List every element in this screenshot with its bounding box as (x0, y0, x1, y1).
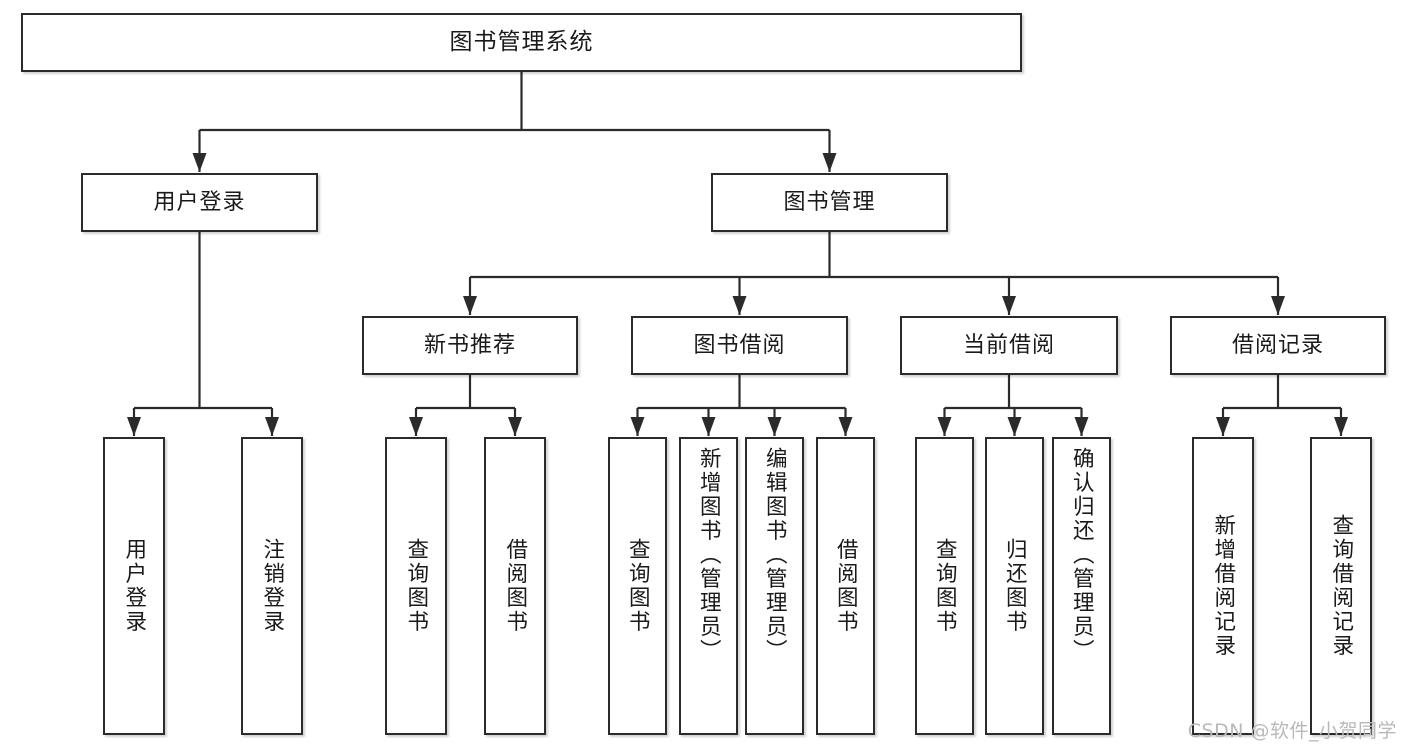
node-label: 图书管理 (783, 189, 876, 215)
node-leaf-login-1[interactable]: 用户登录 (103, 437, 165, 735)
node-label: 归还图书 (1002, 538, 1028, 634)
node-label: 图书借阅 (693, 332, 786, 358)
node-leaf-bor-1[interactable]: 查询图书 (608, 437, 667, 735)
node-label: 借阅记录 (1231, 332, 1324, 358)
node-root[interactable]: 图书管理系统 (21, 13, 1022, 72)
node-current[interactable]: 当前借阅 (900, 316, 1118, 375)
node-label: 借阅图书 (502, 538, 528, 634)
node-label: 新书推荐 (423, 332, 516, 358)
node-leaf-bor-3[interactable]: 编辑图书（管理员） (745, 437, 804, 735)
node-label: 查询借阅记录 (1328, 514, 1354, 658)
node-borrow[interactable]: 图书借阅 (631, 316, 848, 375)
node-leaf-cur-1[interactable]: 查询图书 (915, 437, 974, 735)
node-leaf-cur-3[interactable]: 确认归还（管理员） (1052, 437, 1111, 735)
node-label: 编辑图书（管理员） (762, 447, 788, 663)
node-label: 查询图书 (403, 538, 429, 634)
node-label: 新增借阅记录 (1210, 514, 1236, 658)
node-leaf-new-2[interactable]: 借阅图书 (484, 437, 546, 735)
node-label: 用户登录 (121, 538, 147, 634)
watermark: CSDN @软件_小贺同学 (1187, 720, 1397, 742)
node-label: 查询图书 (625, 538, 651, 634)
node-label: 图书管理系统 (449, 28, 594, 55)
node-leaf-cur-2[interactable]: 归还图书 (985, 437, 1044, 735)
node-label: 确认归还（管理员） (1069, 447, 1095, 663)
node-leaf-bor-2[interactable]: 新增图书（管理员） (679, 437, 738, 735)
node-label: 新增图书（管理员） (696, 447, 722, 663)
node-records[interactable]: 借阅记录 (1170, 316, 1386, 375)
node-leaf-rec-2[interactable]: 查询借阅记录 (1310, 437, 1372, 735)
node-login[interactable]: 用户登录 (81, 173, 318, 232)
node-leaf-login-2[interactable]: 注销登录 (241, 437, 303, 735)
node-bookmgmt[interactable]: 图书管理 (711, 173, 948, 232)
node-leaf-rec-1[interactable]: 新增借阅记录 (1192, 437, 1254, 735)
node-label: 查询图书 (932, 538, 958, 634)
node-label: 当前借阅 (962, 332, 1055, 358)
node-label: 借阅图书 (833, 538, 859, 634)
node-leaf-bor-4[interactable]: 借阅图书 (816, 437, 875, 735)
node-newrec[interactable]: 新书推荐 (362, 316, 578, 375)
node-label: 注销登录 (259, 538, 285, 634)
node-leaf-new-1[interactable]: 查询图书 (385, 437, 447, 735)
node-label: 用户登录 (153, 189, 246, 215)
